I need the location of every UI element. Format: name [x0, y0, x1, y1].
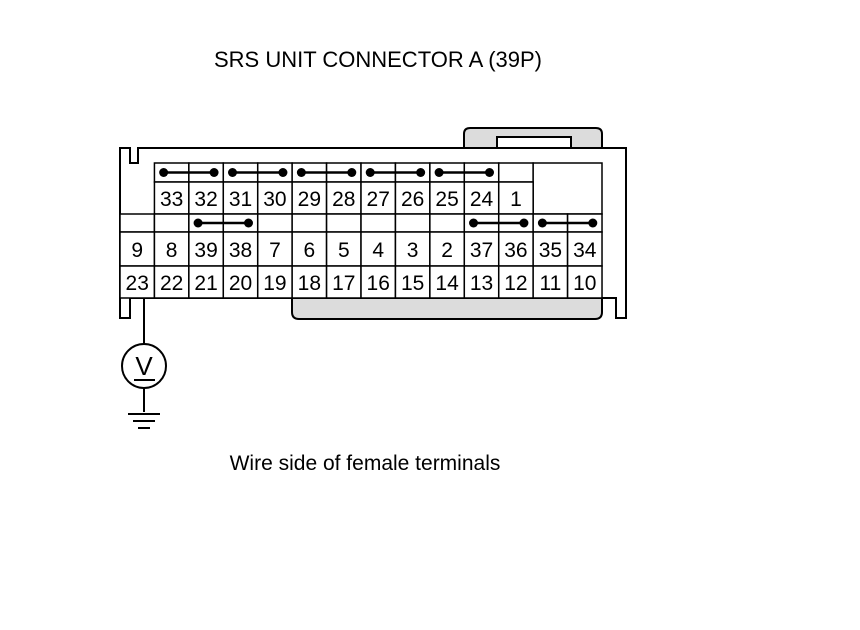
terminal-cavity — [532, 265, 569, 299]
terminal-cavity — [325, 231, 362, 267]
terminal-label: 6 — [304, 239, 316, 262]
terminal-cavity — [463, 265, 500, 299]
terminal-cavity — [394, 181, 431, 215]
jumper-cell — [360, 213, 397, 233]
terminal-label: 8 — [166, 239, 178, 262]
terminal-cavity — [394, 265, 431, 299]
voltmeter-icon: V — [121, 343, 167, 389]
jumper-cell — [394, 213, 431, 233]
terminal-label: 35 — [539, 239, 562, 262]
jumper-cell — [153, 213, 190, 233]
terminal-cavity — [497, 231, 534, 267]
jumper-wire — [296, 168, 357, 177]
terminal-label: 20 — [229, 272, 252, 295]
terminal-cavity — [429, 265, 466, 299]
terminal-label: 28 — [332, 188, 355, 211]
terminal-label: 21 — [194, 272, 217, 295]
terminal-label: 18 — [298, 272, 321, 295]
terminal-label: 32 — [194, 188, 217, 211]
terminal-label: 39 — [194, 239, 217, 262]
jumper-cell — [429, 213, 466, 233]
jumper-cell — [291, 213, 328, 233]
terminal-label: 31 — [229, 188, 252, 211]
terminal-label: 25 — [435, 188, 458, 211]
terminal-label: 24 — [470, 188, 494, 211]
terminal-label: 7 — [269, 239, 281, 262]
terminal-label: 1 — [510, 188, 522, 211]
jumper-cell — [497, 162, 534, 183]
terminal-cavity — [291, 265, 328, 299]
jumper-wire — [159, 168, 219, 177]
jumper-cell — [256, 213, 293, 233]
terminal-label: 11 — [539, 272, 561, 295]
terminal-label: 33 — [160, 188, 183, 211]
jumper-wire — [434, 168, 495, 177]
jumper-wire — [537, 218, 598, 228]
terminal-label: 36 — [504, 239, 527, 262]
terminal-label: 27 — [367, 188, 390, 211]
terminal-cavity — [153, 265, 190, 299]
terminal-label: 16 — [367, 272, 390, 295]
housing-bottom-rib — [291, 295, 603, 320]
terminal-label: 30 — [263, 188, 286, 211]
terminal-label: 12 — [504, 272, 527, 295]
ground-icon — [128, 413, 160, 429]
jumper-wire — [365, 168, 426, 177]
terminal-label: 3 — [407, 239, 419, 262]
terminal-cavity — [360, 231, 397, 267]
terminal-cavity — [222, 231, 259, 267]
terminal-label: 14 — [435, 272, 459, 295]
terminal-label: 17 — [332, 272, 355, 295]
blank-cavity — [532, 162, 603, 215]
terminal-cavity — [188, 231, 225, 267]
terminal-label: 26 — [401, 188, 424, 211]
locking-tab-slot — [496, 136, 572, 149]
terminal-cavity — [497, 265, 534, 299]
terminal-cavity — [429, 181, 466, 215]
terminal-label: 2 — [441, 239, 453, 262]
terminal-label: 34 — [573, 239, 597, 262]
terminal-cavity — [222, 265, 259, 299]
terminal-label: 13 — [470, 272, 493, 295]
jumper-group — [159, 168, 598, 228]
jumper-cell — [119, 213, 156, 233]
terminal-label: 9 — [131, 239, 143, 262]
jumper-cell — [325, 213, 362, 233]
terminal-cavity — [325, 265, 362, 299]
terminal-label: 5 — [338, 239, 350, 262]
diagram-title: SRS UNIT CONNECTOR A (39P) — [214, 47, 542, 72]
jumper-wire — [469, 218, 529, 228]
voltmeter-label: V — [135, 351, 153, 381]
terminal-label: 19 — [263, 272, 286, 295]
terminal-cavity — [256, 181, 293, 215]
terminal-label: 23 — [126, 272, 149, 295]
terminal-cavity — [566, 265, 603, 299]
terminal-label: 38 — [229, 239, 252, 262]
jumper-wire — [193, 218, 254, 228]
diagram-caption: Wire side of female terminals — [230, 452, 501, 475]
terminal-label: 10 — [573, 272, 596, 295]
terminal-label: 37 — [470, 239, 493, 262]
jumper-wire — [228, 168, 288, 177]
terminal-label: 15 — [401, 272, 424, 295]
terminal-label: 4 — [372, 239, 384, 262]
terminal-cavity — [256, 265, 293, 299]
terminal-label: 22 — [160, 272, 183, 295]
terminal-label: 29 — [298, 188, 321, 211]
